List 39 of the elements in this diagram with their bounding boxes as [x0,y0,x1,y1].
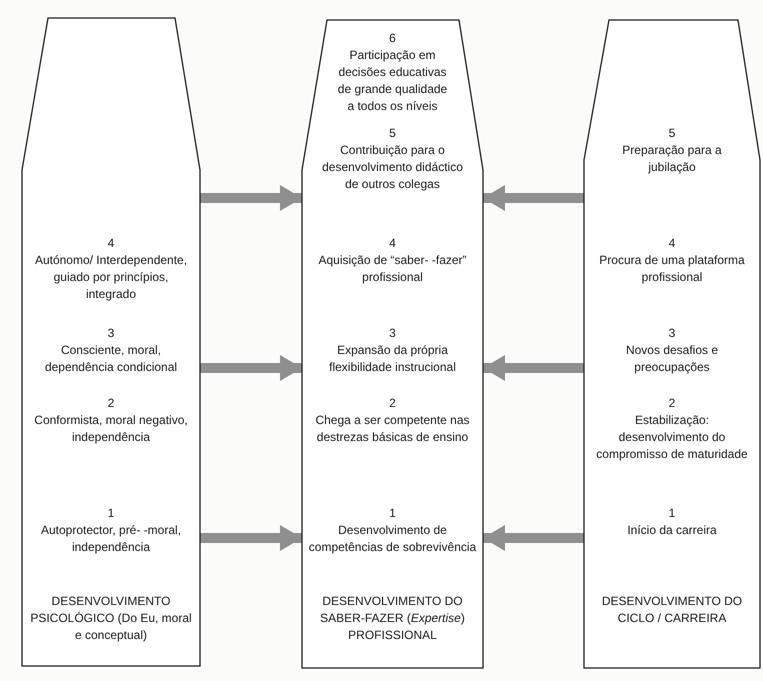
stage-description: Novos desafios e preocupações [624,342,720,376]
block-arrow [200,185,302,211]
stage-number: 3 [389,325,396,342]
column-title: DESENVOLVIMENTO PSICOLÓGICO (Do Eu, moral e conceptual) [29,593,193,644]
stage-description: Participação em decisões educativas de grande qualidade a todos os níveis [337,47,448,115]
stage-description: Conformista, moral negativo, independência [33,412,189,446]
block-arrow [200,525,302,551]
stage-number: 1 [668,505,676,522]
stage-number: 1 [108,505,114,522]
block-arrow [483,355,584,381]
block-arrow [200,355,302,381]
stage-description: Desenvolvimento de competências de sobrevivência [308,522,477,556]
stage-number: 2 [108,395,114,412]
stage-description: Início da carreira [627,522,717,539]
stage-number: 5 [668,125,676,142]
stage-number: 1 [389,505,396,522]
stage-description: Chega a ser competente nas destrezas básicas de ensino [314,412,471,446]
stage-number: 4 [389,235,396,252]
stage-number: 3 [108,325,114,342]
stage-number: 4 [668,235,676,252]
block-arrow [483,185,584,211]
stage-description: Procura de uma plataforma profissional [598,252,746,286]
stage-description: Contribuição para o desenvolvimento didáctico de outros colegas [321,142,464,193]
stage-description: Preparação para a jubilação [621,142,723,176]
stage-description: Autónomo/ Interdependente, guiado por princípios, integrado [34,252,188,303]
stage-description: Autoprotector, pré- -moral, independência [40,522,182,556]
block-arrow [483,525,584,551]
stage-number: 3 [668,325,676,342]
stage-number: 6 [389,30,396,47]
stage-description: Aquisição de “saber- -fazer” profissional [317,252,468,286]
stage-number: 2 [668,395,676,412]
stage-number: 5 [389,125,396,142]
stage-description: Estabilização: desenvolvimento do compromisso de maturidade [595,412,749,463]
column-title: DESENVOLVIMENTO DO SABER-FAZER (Expertise) PROFISSIONAL [319,593,466,644]
stage-description: Expansão da própria flexibilidade instrucional [328,342,457,376]
stage-number: 4 [108,235,114,252]
stage-description: Consciente, moral, dependência condicional [44,342,178,376]
column-title: DESENVOLVIMENTO DO CICLO / CARREIRA [600,593,744,627]
stage-number: 2 [389,395,396,412]
